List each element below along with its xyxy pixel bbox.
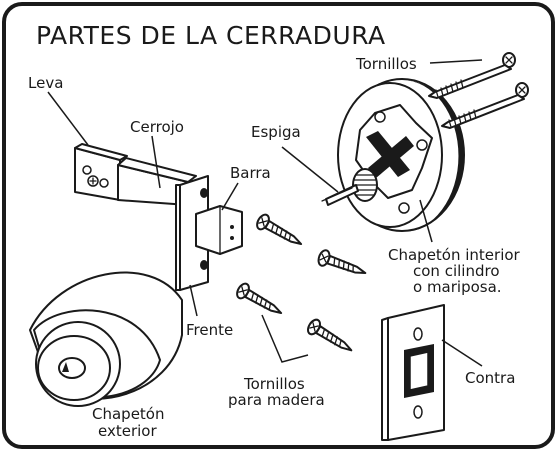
label-tornillos: Tornillos: [355, 55, 417, 73]
label-chapeton-interior-line3: o mariposa.: [413, 278, 502, 296]
label-espiga: Espiga: [251, 123, 301, 141]
interior-escutcheon: [337, 78, 465, 232]
labels: Leva Cerrojo Espiga Tornillos Barra Chap…: [28, 55, 521, 440]
label-cerrojo: Cerrojo: [130, 118, 184, 136]
label-leva: Leva: [28, 74, 63, 92]
latch-bolt: [195, 205, 243, 255]
exterior-escutcheon: [29, 271, 183, 407]
label-tornillos-madera-line2: para madera: [228, 391, 325, 409]
label-frente: Frente: [186, 321, 233, 339]
spindle: [321, 184, 359, 206]
label-chapeton-exterior-line1: Chapetón: [92, 405, 165, 423]
label-chapeton-exterior-line2: exterior: [98, 422, 157, 440]
leader-lines: [47, 59, 483, 367]
label-chapeton-interior-line2: con cilindro: [413, 262, 500, 280]
label-contra: Contra: [465, 369, 515, 387]
strike-plate: [381, 304, 445, 441]
keyhole-icon: [62, 362, 69, 372]
latch-assembly: [74, 143, 243, 291]
label-chapeton-interior-line1: Chapetón interior: [388, 246, 521, 264]
label-tornillos-madera-line1: Tornillos: [243, 375, 305, 393]
diagram-title: PARTES DE LA CERRADURA: [36, 21, 386, 50]
label-barra: Barra: [230, 164, 271, 182]
